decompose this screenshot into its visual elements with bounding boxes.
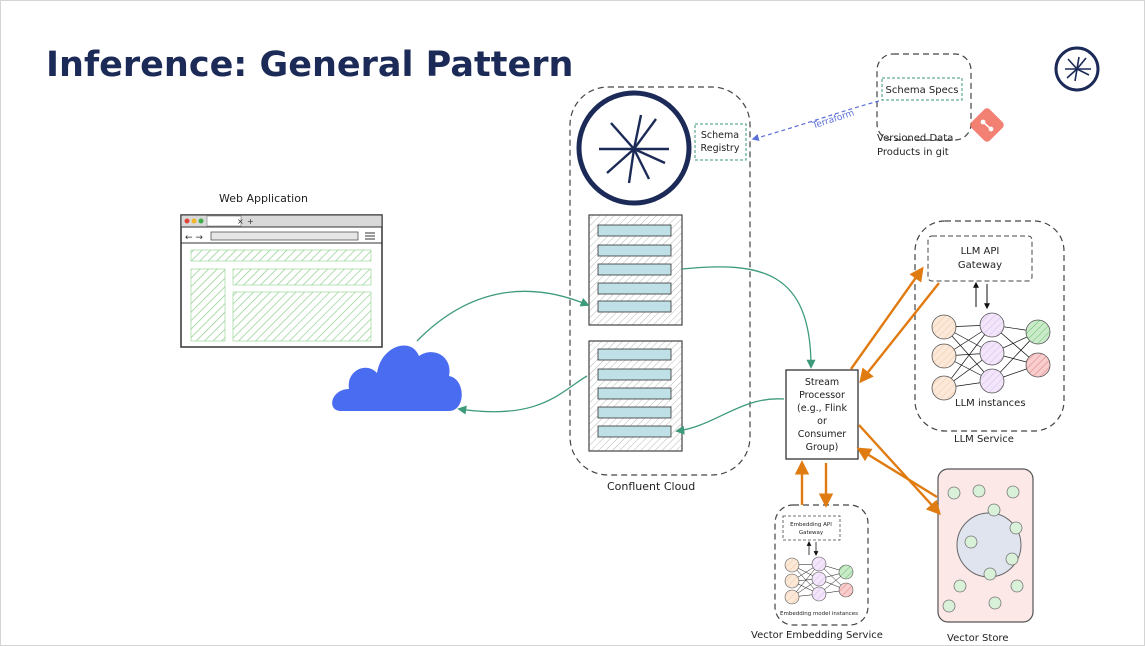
embedding-gateway-line2: Gateway (799, 530, 824, 536)
svg-text:+: + (247, 217, 254, 226)
embedding-gateway-line1: Embedding API (790, 522, 832, 528)
vector-store: Vector Store (937, 468, 1034, 644)
versioned-data-line1: Versioned Data (877, 133, 953, 144)
kafka-topic-input (588, 214, 683, 326)
confluent-logo-icon (1054, 46, 1100, 92)
llm-instances-label: LLM instances (955, 398, 1026, 409)
vector-embedding-service-label: Vector Embedding Service (751, 630, 883, 641)
confluent-big-logo-icon (576, 90, 692, 206)
orange-arrows (794, 266, 941, 516)
llm-service: LLM Service LLM API Gateway LL (914, 220, 1065, 445)
vector-embedding-service: Embedding API Gateway Embedding model in… (751, 504, 883, 641)
data-flow-arrows (416, 266, 816, 435)
stream-processor-line6: Group) (806, 442, 839, 453)
slide-title: Inference: General Pattern (46, 45, 574, 85)
stream-processor-line5: Consumer (798, 429, 847, 440)
stream-processor-line4: or (817, 416, 827, 427)
vector-store-label: Vector Store (947, 633, 1008, 644)
terraform-label: Terraform (811, 109, 856, 132)
stream-processor-box: Stream Processor (e.g., Flink or Consume… (785, 369, 859, 460)
web-application-label: Web Application (219, 192, 308, 205)
schema-registry-line2: Registry (701, 143, 740, 154)
llm-gateway-line2: Gateway (958, 260, 1002, 271)
embedding-instances-label: Embedding model instances (780, 611, 858, 617)
versioned-data-products: Schema Specs Versioned Data Products in … (876, 53, 1004, 158)
schema-registry-box: Schema Registry (694, 123, 747, 161)
schema-specs-label: Schema Specs (886, 85, 959, 96)
confluent-cloud-label: Confluent Cloud (607, 480, 695, 493)
cloud-icon (332, 345, 462, 411)
git-icon (970, 108, 1004, 142)
stream-processor-line3: (e.g., Flink (797, 403, 847, 414)
versioned-data-line2: Products in git (877, 147, 949, 158)
confluent-cloud-container: Confluent Cloud Schema Re (569, 86, 751, 493)
svg-text:×: × (237, 217, 244, 226)
schema-registry-line1: Schema (701, 130, 739, 141)
stream-processor-line2: Processor (799, 390, 845, 401)
svg-text:← →: ← → (185, 233, 203, 243)
llm-gateway-line1: LLM API (961, 246, 1000, 257)
terraform-arrow: Terraform (751, 100, 880, 142)
stream-processor-line1: Stream (805, 377, 839, 388)
llm-service-label: LLM Service (954, 434, 1014, 445)
web-application-browser: Web Application × + ← → (180, 192, 383, 348)
kafka-topic-output (588, 340, 683, 452)
